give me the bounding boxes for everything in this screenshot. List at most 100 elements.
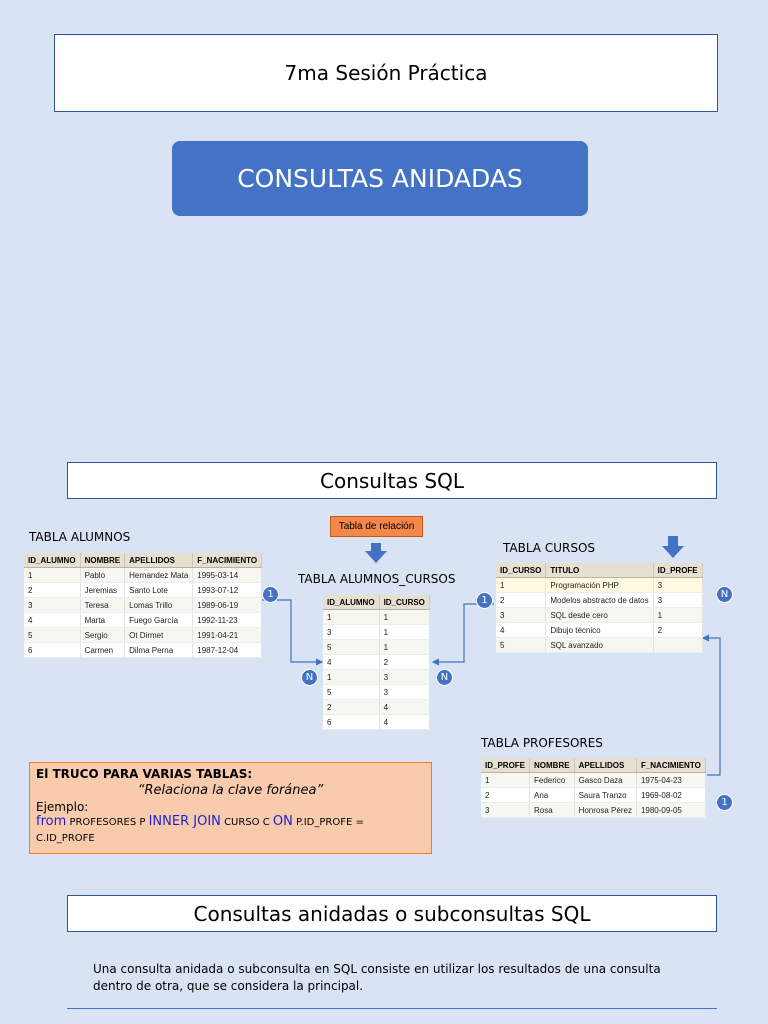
table-cell: 1 <box>379 624 430 640</box>
table-cell: 3 <box>323 624 380 640</box>
table-cell: 2 <box>653 622 703 638</box>
table-cell: 5 <box>323 684 380 700</box>
table-cell: 1993-07-12 <box>192 582 263 598</box>
table-cell: 3 <box>481 802 531 818</box>
table-cell: Lomas Trillo <box>124 597 194 613</box>
topic-banner: CONSULTAS ANIDADAS <box>172 141 588 216</box>
divider <box>67 1008 717 1009</box>
column-header: ID_PROFE <box>481 758 531 773</box>
table-cell: 2 <box>481 787 531 803</box>
table-cell: 2 <box>323 699 380 715</box>
table-cell: 4 <box>379 714 430 730</box>
table-cell: Santo Lote <box>124 582 194 598</box>
table-cell: 1980-09-05 <box>636 802 706 818</box>
tip-sql-example: from PROFESORES P INNER JOIN CURSO C ON … <box>36 814 364 844</box>
table-cell: Modelos abstracto de datos <box>545 592 654 608</box>
table-cell: 1 <box>481 772 531 788</box>
table-cell: 1 <box>379 609 430 625</box>
column-header: NOMBRE <box>529 758 575 773</box>
cardinality-many-badge: N <box>436 669 453 686</box>
table-cell: Fuego García <box>124 612 194 628</box>
table-cell: 1995-03-14 <box>192 567 263 583</box>
table-cell: 4 <box>379 699 430 715</box>
cardinality-one-badge: 1 <box>262 586 279 603</box>
nested-section-title: Consultas anidadas o subconsultas SQL <box>67 895 717 932</box>
column-header: ID_ALUMNO <box>24 553 81 568</box>
table-cell: 1969-08-02 <box>636 787 706 803</box>
table-cell: 4 <box>24 612 81 628</box>
table-cell: 1987-12-04 <box>192 642 263 658</box>
column-header: ID_ALUMNO <box>323 595 380 610</box>
relation-tag: Tabla de relación <box>330 516 423 537</box>
table-cell: 1991-04-21 <box>192 627 263 643</box>
column-header: APELLIDOS <box>124 553 194 568</box>
table-cell: Teresa <box>80 597 126 613</box>
tip-quote: “Relaciona la clave foránea” <box>137 783 324 798</box>
table-cell: Ana <box>529 787 575 803</box>
column-header: ID_CURSO <box>496 563 547 578</box>
table-cell: Dibujo técnico <box>545 622 654 638</box>
column-header: F_NACIMIENTO <box>636 758 706 773</box>
table-cell: Honrosa Pérez <box>574 802 637 818</box>
connector-profesores <box>701 634 721 776</box>
table-cell: Carmen <box>80 642 126 658</box>
tip-box: El TRUCO PARA VARIAS TABLAS: “Relaciona … <box>29 762 432 854</box>
table-cell: 2 <box>379 654 430 670</box>
table-cell: 1992-11-23 <box>192 612 263 628</box>
table-cell: SQL avanzado <box>545 637 654 653</box>
table-cell: 3 <box>653 592 703 608</box>
table-cell: Pablo <box>80 567 126 583</box>
table-cell: 5 <box>24 627 81 643</box>
table-cell: Rosa <box>529 802 575 818</box>
table-cell: 6 <box>24 642 81 658</box>
table-cell: 1 <box>323 609 380 625</box>
down-arrow-icon <box>662 536 684 558</box>
sql-keyword: from <box>36 814 67 829</box>
table-cell: 3 <box>379 669 430 685</box>
column-header: NOMBRE <box>80 553 126 568</box>
table-cell: 1 <box>653 607 703 623</box>
table-cell: Dilma Perna <box>124 642 194 658</box>
table-cell: 1989-06-19 <box>192 597 263 613</box>
sql-keyword: INNER JOIN <box>148 814 221 829</box>
table-cell: Sergio <box>80 627 126 643</box>
table-cell: 5 <box>323 639 380 655</box>
table-cell: 3 <box>24 597 81 613</box>
table-cell: 3 <box>379 684 430 700</box>
cardinality-many-badge: N <box>301 669 318 686</box>
tip-example-label: Ejemplo: <box>36 800 89 814</box>
table-cell: 1 <box>24 567 81 583</box>
table-cell: 4 <box>323 654 380 670</box>
table-cell <box>653 637 703 653</box>
alumnos-cursos-label: TABLA ALUMNOS_CURSOS <box>298 572 456 586</box>
cardinality-many-badge: N <box>716 586 733 603</box>
definition-paragraph: Una consulta anidada o subconsulta en SQ… <box>93 962 661 993</box>
connector-cursos <box>431 603 494 666</box>
table-cell: SQL desde cero <box>545 607 654 623</box>
session-title: 7ma Sesión Práctica <box>54 34 718 112</box>
table-cell: 1 <box>496 577 547 593</box>
